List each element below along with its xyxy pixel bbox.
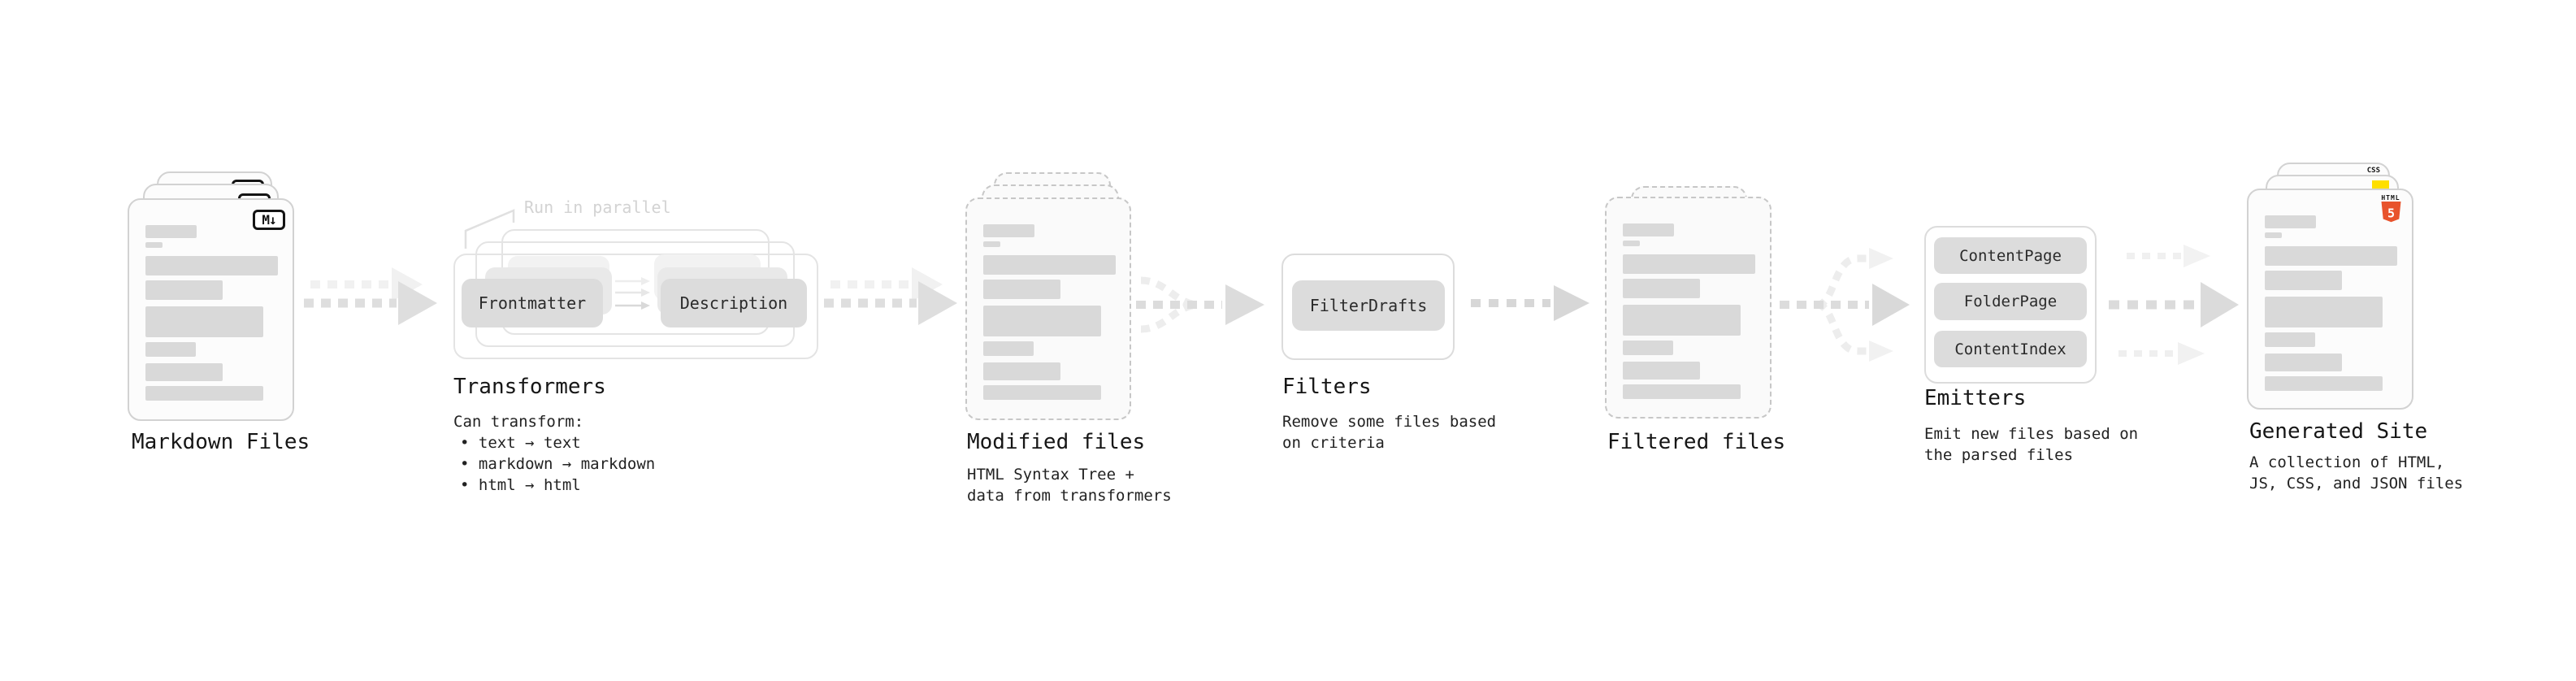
content-bar [1623, 279, 1700, 298]
desc-line: on criteria [1282, 434, 1385, 452]
transformers-box-front [453, 254, 818, 359]
html5-shield-icon: 5 [2381, 202, 2400, 223]
emitter-chip-folderpage: FolderPage [1934, 283, 2087, 320]
desc-line: the parsed files [1924, 446, 2074, 464]
content-bar [1623, 223, 1674, 236]
stage-label-emitters: Emitters [1924, 386, 2027, 410]
desc-line: Emit new files based on [1924, 425, 2139, 443]
run-in-parallel-note: Run in parallel [524, 197, 671, 217]
content-bar [2265, 354, 2342, 371]
content-bar [983, 280, 1060, 299]
content-bar [2265, 332, 2315, 347]
content-bar [2265, 232, 2282, 238]
content-bar [2265, 246, 2397, 266]
stage-label-filters: Filters [1282, 375, 1372, 399]
content-bar [145, 225, 197, 238]
content-bar [983, 241, 1000, 247]
desc-line: • html → html [460, 476, 581, 494]
svg-text:5: 5 [2387, 206, 2394, 221]
transformer-chip-frontmatter: Frontmatter [462, 279, 603, 327]
content-bar [145, 342, 196, 357]
stage-generated-site: CSS HTML 5 [2247, 163, 2442, 410]
html5-caption: HTML [2381, 194, 2400, 202]
stage-label-modified-files: Modified files [967, 430, 1146, 454]
content-bar [983, 255, 1116, 275]
javascript-logo-icon [2372, 180, 2389, 189]
file-card [965, 197, 1131, 420]
content-bar [2265, 297, 2383, 327]
desc-line: A collection of HTML, [2249, 453, 2445, 471]
desc-line: HTML Syntax Tree + [967, 466, 1134, 484]
content-bar [145, 242, 163, 248]
stage-label-transformers: Transformers [453, 375, 606, 399]
content-bar [145, 363, 223, 381]
flow-arrow-filters-to-filtered-icon [1471, 285, 1589, 321]
transformer-chip-description: Description [661, 279, 807, 327]
content-bar [983, 306, 1101, 336]
parallel-arrows-icon [615, 277, 650, 310]
content-bar [2265, 376, 2383, 391]
content-bar [145, 386, 263, 401]
html5-logo-icon: HTML 5 [2379, 194, 2402, 227]
stage-filtered-files [1605, 186, 1800, 421]
stage-description-filters: Remove some files based on criteria [1282, 411, 1496, 453]
content-bar [983, 385, 1101, 400]
flow-arrow-merge-modified-to-filters-icon [1136, 276, 1264, 333]
content-bar [1623, 340, 1673, 355]
desc-line: • markdown → markdown [460, 455, 656, 473]
file-card: M↓ [128, 198, 294, 421]
file-card [1605, 197, 1772, 419]
stage-description-emitters: Emit new files based on the parsed files [1924, 423, 2138, 466]
flow-arrow-emitters-to-generated-icon [2109, 245, 2239, 365]
content-bar [1623, 384, 1741, 399]
desc-line: Can transform: [453, 413, 584, 431]
stage-label-markdown-files: Markdown Files [132, 430, 310, 454]
content-bar [1623, 362, 1700, 380]
stage-modified-files [965, 172, 1160, 421]
emitter-chip-contentindex: ContentIndex [1934, 331, 2087, 367]
flow-arrow-transformers-to-modified-icon [824, 267, 957, 325]
flow-arrow-split-filtered-to-emitters-icon [1780, 248, 1910, 362]
desc-line: • text → text [460, 434, 581, 452]
desc-line: JS, CSS, and JSON files [2249, 475, 2464, 492]
desc-line: data from transformers [967, 487, 1172, 505]
content-bar [145, 280, 223, 300]
stage-description-modified-files: HTML Syntax Tree + data from transformer… [967, 464, 1172, 506]
filter-chip-filterdrafts: FilterDrafts [1292, 280, 1445, 331]
content-bar [1623, 241, 1640, 246]
file-card-html: HTML 5 [2247, 189, 2413, 410]
content-bar [983, 362, 1060, 380]
desc-line: Remove some files based [1282, 413, 1497, 431]
content-bar [2265, 215, 2316, 228]
content-bar [145, 256, 278, 275]
content-bar [983, 341, 1034, 356]
markdown-badge: M↓ [253, 210, 285, 230]
stage-label-generated-site: Generated Site [2249, 419, 2428, 444]
stage-description-generated-site: A collection of HTML, JS, CSS, and JSON … [2249, 452, 2463, 494]
stage-label-filtered-files: Filtered files [1607, 430, 1786, 454]
content-bar [1623, 254, 1755, 274]
content-bar [145, 306, 263, 337]
flow-arrow-markdown-to-transformers-icon [304, 267, 437, 325]
callout-line [464, 209, 515, 249]
content-bar [983, 224, 1034, 237]
stage-markdown-files: M↓ M↓ M↓ [128, 171, 323, 421]
emitter-chip-contentpage: ContentPage [1934, 237, 2087, 274]
content-bar [2265, 271, 2342, 290]
content-bar [1623, 305, 1741, 336]
stage-description-transformers: Can transform: • text → text • markdown … [453, 411, 655, 496]
